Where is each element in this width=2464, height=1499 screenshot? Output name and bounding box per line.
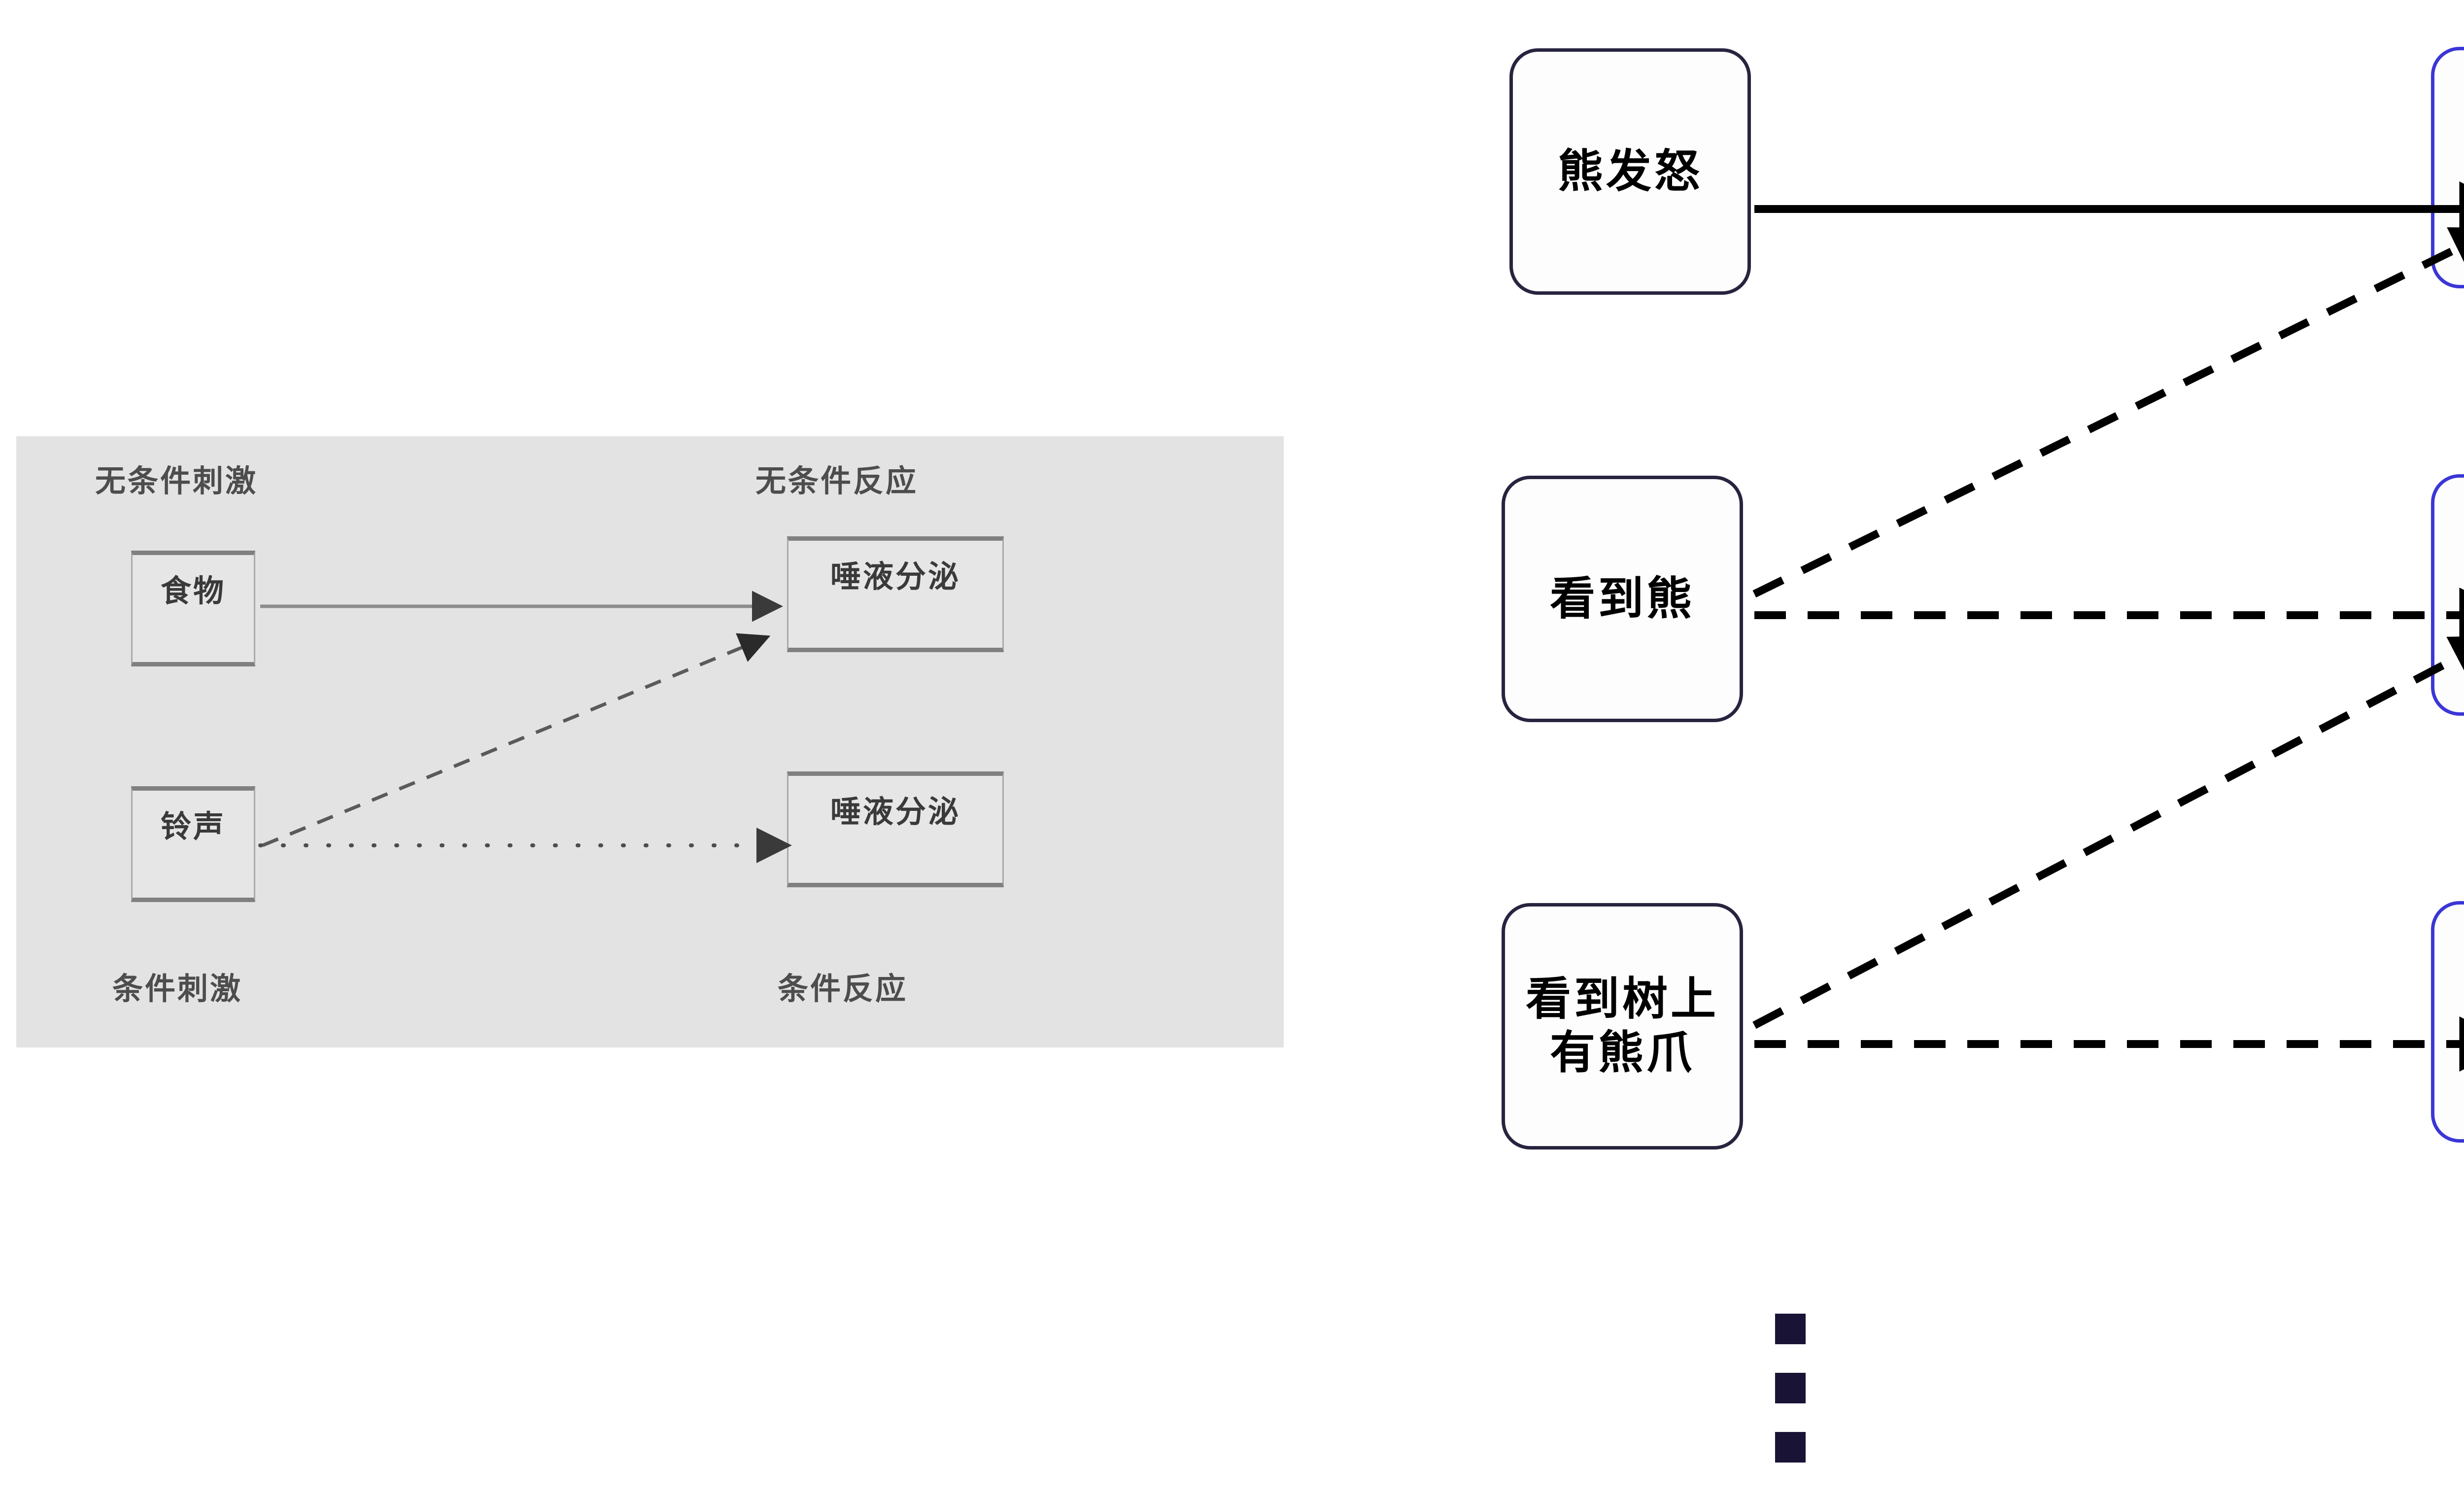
ellipsis-dot <box>1775 1314 1806 1344</box>
label-conditioned-response: 条件反应 <box>778 972 908 1006</box>
label-conditioned-stimulus: 条件刺激 <box>112 972 243 1006</box>
cc-box-salivation-top: 唾液分泌 <box>787 536 1004 652</box>
node-see-claw-label: 看到树上 有熊爪 <box>1526 973 1719 1080</box>
node-see-claw-on-tree[interactable]: 看到树上 有熊爪 <box>1502 903 1743 1150</box>
node-see-claw-line1: 看到树上 <box>1525 974 1719 1025</box>
node-value-s[interactable]: V(s) <box>2431 901 2464 1143</box>
ellipsis-left-column <box>1775 1314 1806 1463</box>
node-value-s-prime[interactable]: V(s′) <box>2431 474 2464 716</box>
cc-box-bell: 铃声 <box>131 786 255 902</box>
node-bear-angry-label: 熊发怒 <box>1557 146 1703 197</box>
classical-conditioning-panel: 无条件刺激 无条件反应 条件刺激 条件反应 食物 铃声 唾液分泌 唾液分泌 <box>16 436 1284 1047</box>
cc-arrow-bell-to-salivation-top <box>262 633 771 847</box>
node-see-claw-line2: 有熊爪 <box>1549 1028 1695 1078</box>
arrow-see-claw-to-value-s-prime <box>1752 635 2464 1029</box>
label-unconditioned-response: 无条件反应 <box>755 464 919 498</box>
ellipsis-dot <box>1775 1373 1806 1403</box>
arrow-see-bear-to-reward <box>1752 227 2464 598</box>
label-unconditioned-stimulus: 无条件刺激 <box>95 464 258 498</box>
cc-connections <box>258 591 792 863</box>
cc-box-salivation-bottom: 唾液分泌 <box>787 771 1004 887</box>
ellipsis-dot <box>1775 1432 1806 1463</box>
node-see-bear-label: 看到熊 <box>1549 573 1695 624</box>
node-reward[interactable]: 奖励 <box>2431 47 2464 288</box>
node-bear-angry[interactable]: 熊发怒 <box>1509 48 1751 295</box>
cc-box-food: 食物 <box>131 551 255 666</box>
node-see-bear[interactable]: 看到熊 <box>1502 476 1743 722</box>
